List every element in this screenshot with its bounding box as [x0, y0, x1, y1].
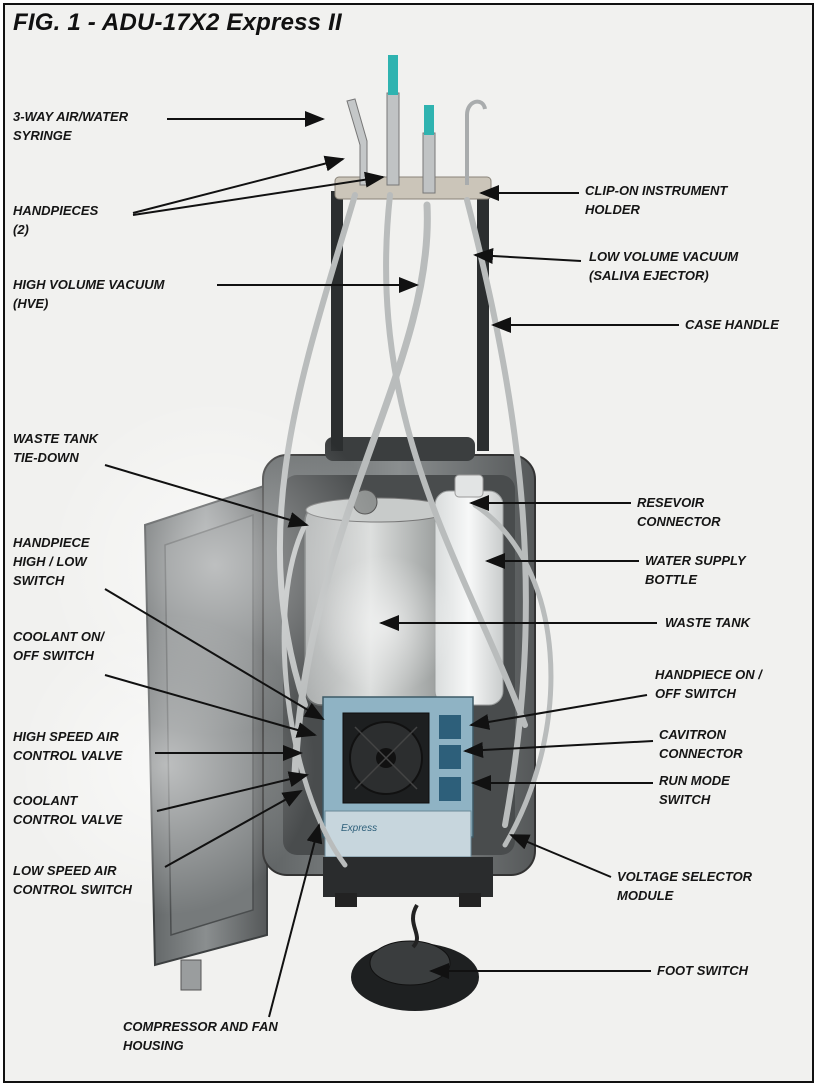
label-coolant-onoff: COOLANT ON/OFF SWITCH	[13, 629, 104, 663]
label-lvv: LOW VOLUME VACUUM(SALIVA EJECTOR)	[589, 249, 739, 283]
arrow-lvv	[473, 248, 582, 265]
arrow-coolant-onoff	[104, 674, 317, 738]
arrow-voltage	[509, 834, 612, 878]
foot-switch-shape	[351, 903, 479, 1011]
arrow-coolant-valve	[156, 771, 309, 812]
panel-brand-text: Express	[341, 823, 377, 834]
arrow-handpiece-2	[132, 171, 385, 216]
leader-arrows	[104, 111, 679, 1018]
arrow-ls-air	[164, 790, 303, 868]
arrow-handpiece-1	[132, 155, 345, 214]
figure-title: FIG. 1 - ADU-17X2 Express II	[13, 9, 342, 36]
figure-frame: Express	[3, 3, 814, 1083]
case-base	[323, 857, 493, 907]
arrow-cavitron	[463, 740, 654, 759]
arrow-waste-tie	[104, 464, 309, 528]
label-glows	[15, 395, 455, 915]
label-hve: HIGH VOLUME VACUUM(HVE)	[13, 277, 165, 311]
arrow-compressor	[268, 823, 323, 1018]
arrow-hp-onoff	[469, 694, 648, 730]
label-handpieces: HANDPIECES(2)	[13, 203, 99, 237]
control-panel-shape: Express	[322, 696, 474, 858]
label-waste-tank: WASTE TANK	[665, 615, 750, 630]
label-case-handle: CASE HANDLE	[685, 317, 779, 332]
unit-photo: Express	[15, 55, 554, 1011]
label-foot-switch: FOOT SWITCH	[657, 963, 748, 978]
label-hp-onoff: HANDPIECE ON /OFF SWITCH	[655, 667, 762, 701]
arrow-hp-high-low	[104, 588, 325, 721]
instruments	[346, 55, 487, 194]
